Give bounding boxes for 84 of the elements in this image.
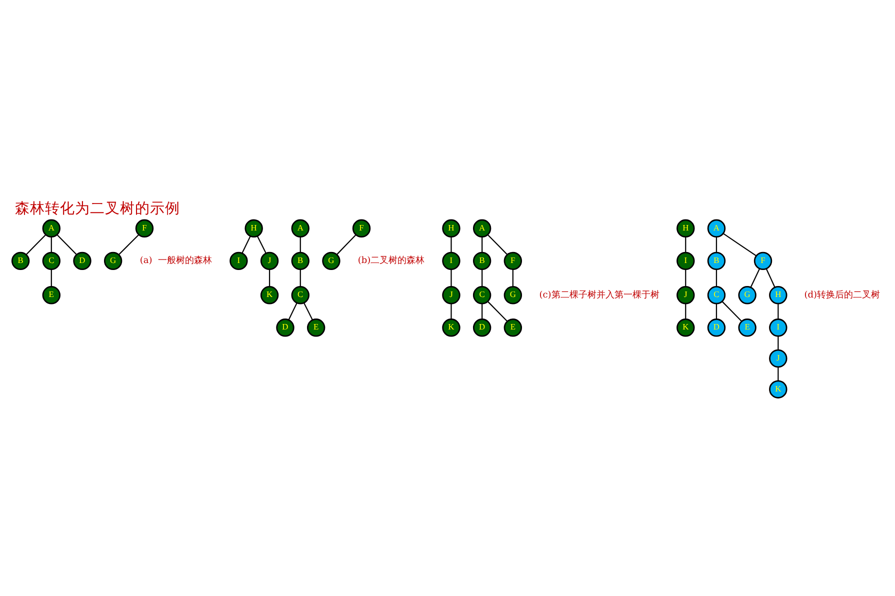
connector	[481, 269, 482, 286]
connector	[299, 269, 300, 286]
node-circle: A	[290, 218, 309, 238]
connector	[721, 300, 742, 322]
label: (d)转换后的二叉树	[804, 290, 880, 300]
connector	[336, 234, 356, 254]
node-circle: E	[503, 318, 522, 336]
connector	[722, 232, 756, 256]
node-circle: C	[472, 286, 491, 304]
node-circle: G	[322, 251, 340, 270]
node-circle: I	[229, 251, 248, 270]
node-circle: G	[503, 286, 522, 304]
connector	[512, 269, 513, 286]
node-circle: F	[352, 218, 370, 238]
diagram-title: 森林转化为二叉树的示例	[14, 200, 180, 217]
node-circle: J	[676, 286, 694, 304]
node-circle: H	[768, 286, 787, 304]
node-circle: E	[306, 318, 325, 336]
connector	[684, 269, 686, 286]
connector	[268, 269, 270, 286]
label: (a) 一般树的森林	[139, 256, 212, 266]
connector	[450, 236, 452, 252]
node-circle: K	[260, 286, 278, 304]
connector	[50, 269, 52, 286]
node-circle: D	[72, 251, 91, 270]
node-circle: B	[290, 251, 309, 270]
node-circle: B	[706, 251, 726, 270]
node-circle: J	[260, 251, 278, 270]
connector	[288, 302, 297, 320]
node-circle: K	[676, 318, 694, 336]
node-circle: I	[676, 251, 694, 270]
node-circle: F	[503, 251, 522, 270]
node-circle: D	[276, 318, 294, 336]
node-circle: J	[442, 286, 460, 304]
node-circle: D	[472, 318, 491, 336]
connector	[481, 236, 482, 252]
node-circle: B	[472, 251, 491, 270]
node-circle: I	[442, 251, 460, 270]
node-circle: C	[290, 286, 309, 304]
connector	[715, 269, 717, 286]
connector	[715, 236, 717, 252]
node-circle: H	[442, 218, 460, 238]
connector	[777, 336, 778, 350]
node-circle: G	[738, 286, 756, 304]
connector	[715, 303, 717, 319]
node-circle: K	[442, 318, 460, 336]
node-circle: F	[134, 218, 154, 238]
connector	[241, 235, 250, 253]
node-circle: C	[706, 286, 726, 304]
node-circle: A	[472, 218, 491, 238]
connector	[486, 234, 508, 255]
label: (b)二叉树的森林	[357, 256, 424, 266]
connector	[118, 234, 139, 255]
node-circle: H	[244, 218, 262, 238]
connector	[450, 303, 452, 319]
connector	[777, 303, 778, 319]
node-circle: B	[10, 251, 30, 270]
node-circle: E	[738, 318, 756, 336]
connector	[750, 268, 760, 288]
connector	[302, 302, 313, 320]
connector	[777, 366, 778, 380]
connector	[481, 303, 482, 319]
node-circle: A	[706, 218, 726, 238]
connector	[56, 234, 77, 255]
connector	[25, 234, 46, 255]
node-circle: E	[42, 286, 60, 304]
connector	[486, 300, 508, 322]
node-circle: G	[103, 251, 122, 270]
connector	[450, 269, 452, 286]
node-circle: F	[753, 251, 772, 270]
label: (c)第二棵子树并入第一棵于树	[538, 290, 659, 300]
node-circle: H	[676, 218, 694, 238]
connector	[299, 236, 300, 252]
node-circle: I	[768, 318, 787, 336]
node-circle: D	[706, 318, 726, 336]
node-circle: K	[768, 380, 787, 398]
connector	[684, 236, 686, 252]
connector	[50, 236, 52, 252]
node-circle: J	[768, 348, 787, 368]
node-circle: C	[42, 251, 60, 270]
node-circle: A	[42, 218, 60, 238]
connector	[765, 268, 775, 287]
connector	[684, 303, 686, 319]
connector	[256, 235, 266, 254]
